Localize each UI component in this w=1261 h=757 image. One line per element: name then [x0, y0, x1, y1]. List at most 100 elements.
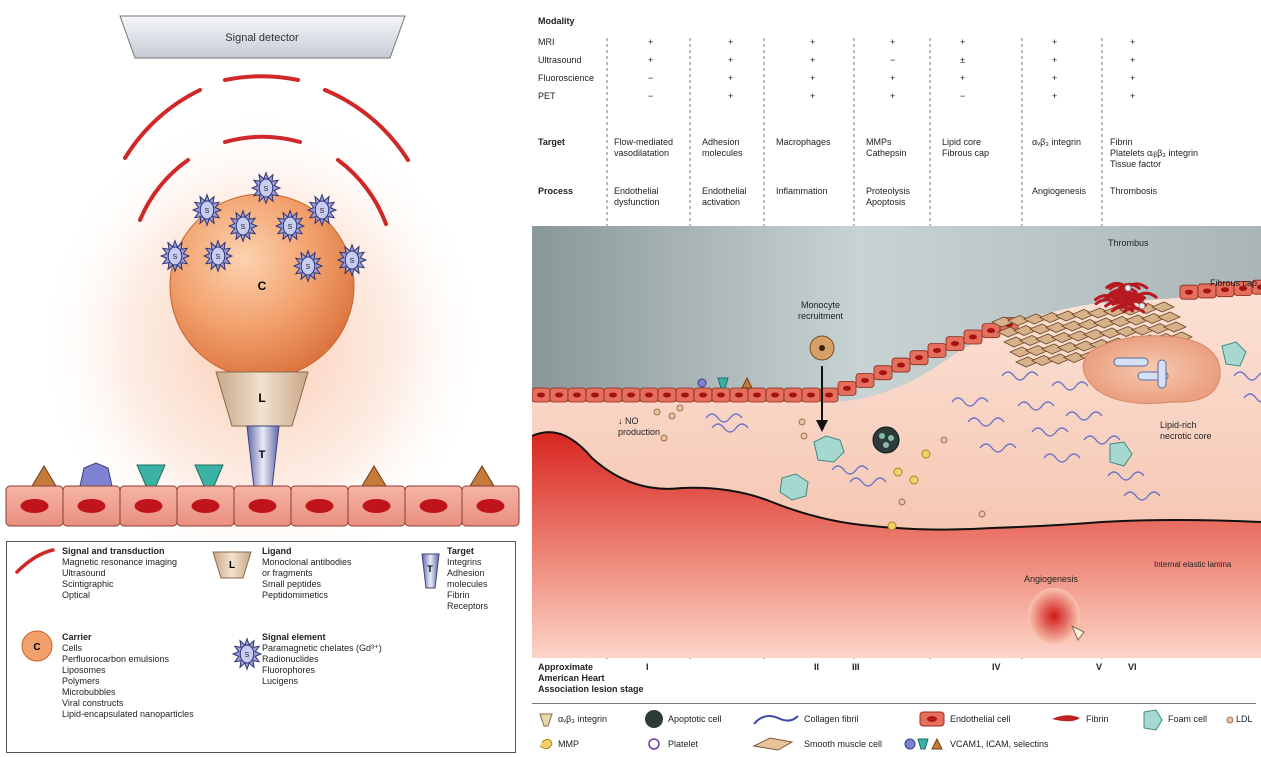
- legend-carrier-item: Lipid-encapsulated nanoparticles: [62, 709, 194, 720]
- legend-target-item: molecules: [447, 579, 488, 590]
- cell-nucleus: [192, 499, 220, 513]
- modality-cell: +: [960, 37, 965, 48]
- svg-text:S: S: [306, 264, 311, 271]
- modality-cell: +: [648, 55, 653, 66]
- legend-signal-item: Scintigraphic: [62, 579, 177, 590]
- modality-cell: −: [960, 91, 965, 102]
- label-thrombus: Thrombus: [1108, 238, 1149, 249]
- cell-nucleus: [135, 499, 163, 513]
- legend-signal-element-title: Signal element: [262, 632, 382, 643]
- legend-signal-item: Ultrasound: [62, 568, 177, 579]
- legend-ldl: LDL: [1236, 714, 1253, 725]
- legend-fibrin: Fibrin: [1086, 714, 1109, 725]
- legend-carrier-item: Cells: [62, 643, 194, 654]
- svg-text:S: S: [245, 652, 250, 659]
- modality-cell: +: [810, 91, 815, 102]
- modality-row-fluoroscience: Fluoroscience: [538, 73, 594, 84]
- legend-signal-element-item: Radionuclides: [262, 654, 382, 665]
- stage-title-2: American Heart: [538, 673, 644, 684]
- legend-foam: Foam cell: [1168, 714, 1207, 725]
- modality-cell: +: [1130, 91, 1135, 102]
- process-title: Process: [538, 186, 573, 197]
- process-cell: Endothelialactivation: [702, 186, 747, 208]
- svg-text:C: C: [33, 642, 40, 653]
- legend-ligand-item: Small peptides: [262, 579, 352, 590]
- cell-nucleus: [78, 499, 106, 513]
- legend-target-item: Adhesion: [447, 568, 488, 579]
- legend-target-title: Target: [447, 546, 488, 557]
- target-cell: FibrinPlatelets αᵢᵦβ₃ integrinTissue fac…: [1110, 137, 1198, 170]
- svg-text:S: S: [173, 254, 178, 261]
- label-angiogenesis: Angiogenesis: [1024, 574, 1078, 585]
- signal-element-icon: S: [233, 639, 261, 670]
- stage-title-3: Association lesion stage: [538, 684, 644, 695]
- legend-mmp: MMP: [558, 739, 579, 750]
- signal-arc-icon: [17, 550, 53, 572]
- endothelial-cell-row: [6, 486, 519, 526]
- modality-cell: +: [1130, 73, 1135, 84]
- svg-text:L: L: [229, 560, 235, 571]
- legend-target-item: Fibrin: [447, 590, 488, 601]
- modality-row-pet: PET: [538, 91, 556, 102]
- target-cell: αᵥβ₃ integrin: [1032, 137, 1081, 148]
- modality-cell: +: [960, 73, 965, 84]
- legend-vcam: VCAM1, ICAM, selectins: [950, 739, 1049, 750]
- target-letter: T: [259, 449, 266, 461]
- legend-integrin: αᵥβ₃ integrin: [558, 714, 607, 725]
- legend-target-item: Integrins: [447, 557, 488, 568]
- legend-smooth: Smooth muscle cell: [804, 739, 882, 750]
- cell-nucleus: [363, 499, 391, 513]
- signal-detector-label: Signal detector: [225, 32, 299, 44]
- modality-cell: −: [648, 73, 653, 84]
- stage-i: I: [646, 662, 649, 673]
- legend-carrier-item: Perfluorocarbon emulsions: [62, 654, 194, 665]
- modality-cell: +: [1130, 55, 1135, 66]
- target-title: Target: [538, 137, 565, 148]
- stage-iv: IV: [992, 662, 1001, 673]
- right-legend-icons: [532, 704, 1256, 756]
- modality-cell: +: [810, 73, 815, 84]
- label-elastic-lamina: Internal elastic lamina: [1154, 560, 1231, 569]
- legend-signal-element-item: Fluorophores: [262, 665, 382, 676]
- angiogenesis-focus: [1028, 588, 1080, 644]
- process-cell: Endothelialdysfunction: [614, 186, 660, 208]
- legend-ligand-item: or fragments: [262, 568, 352, 579]
- modality-cell: +: [1130, 37, 1135, 48]
- modality-cell: +: [728, 73, 733, 84]
- modality-cell: +: [728, 37, 733, 48]
- label-monocyte-1: Monocyte: [798, 300, 843, 311]
- legend-carrier-item: Liposomes: [62, 665, 194, 676]
- cell-nucleus: [306, 499, 334, 513]
- stage-iii: III: [852, 662, 860, 673]
- target-cell: Lipid coreFibrous cap: [942, 137, 989, 159]
- process-cell: Angiogenesis: [1032, 186, 1086, 197]
- label-no-1: ↓ NO: [618, 416, 660, 427]
- modality-row-mri: MRI: [538, 37, 555, 48]
- atherosclerosis-illustration: [532, 226, 1261, 658]
- label-no-2: production: [618, 427, 660, 438]
- svg-text:S: S: [320, 208, 325, 215]
- legend-signal-item: Optical: [62, 590, 177, 601]
- svg-text:S: S: [241, 224, 246, 231]
- modality-cell: +: [810, 55, 815, 66]
- legend-platelet: Platelet: [668, 739, 698, 750]
- signal-element-spike: S: [233, 639, 261, 670]
- label-monocyte-2: recruitment: [798, 311, 843, 322]
- necrotic-core: [1083, 336, 1220, 404]
- legend-carrier-item: Microbubbles: [62, 687, 194, 698]
- modality-cell: +: [810, 37, 815, 48]
- legend-signal-title: Signal and transduction: [62, 546, 177, 557]
- legend-signal-item: Magnetic resonance imaging: [62, 557, 177, 568]
- legend-carrier-item: Polymers: [62, 676, 194, 687]
- modality-cell: +: [890, 73, 895, 84]
- svg-text:S: S: [205, 208, 210, 215]
- apoptotic-cell: [873, 427, 899, 453]
- modality-cell: +: [890, 37, 895, 48]
- right-legend: αᵥβ₃ integrin Apoptotic cell Collagen fi…: [532, 703, 1256, 756]
- modality-cell: +: [1052, 73, 1057, 84]
- modality-row-ultrasound: Ultrasound: [538, 55, 582, 66]
